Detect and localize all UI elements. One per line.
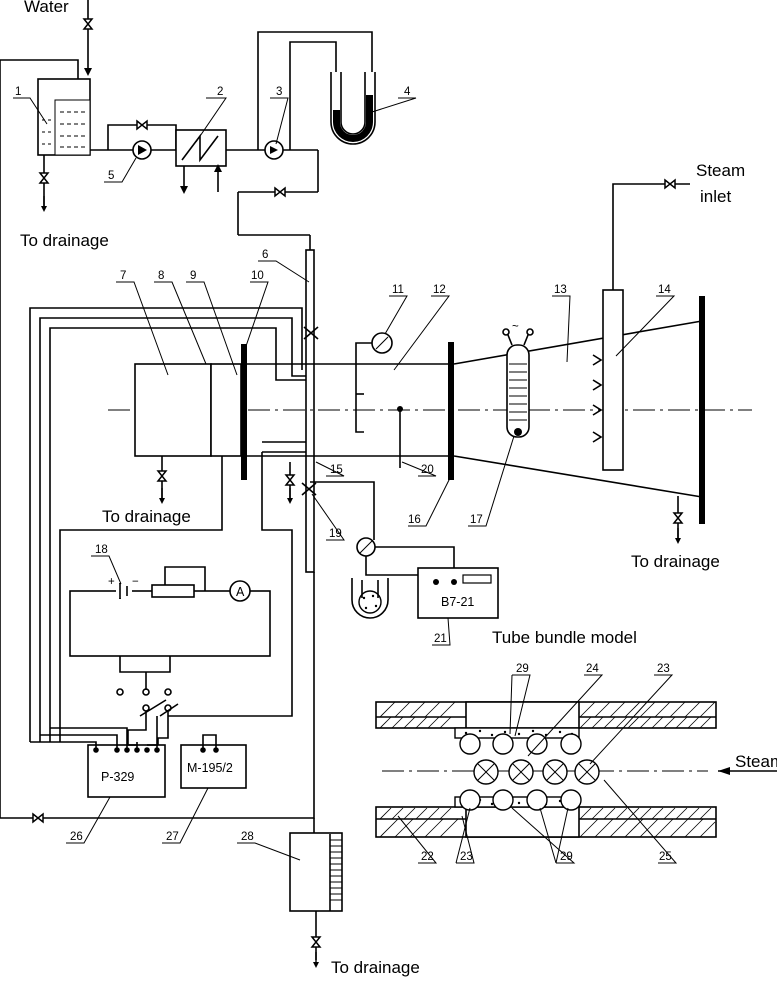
callout-26: 26 [70,831,83,843]
callout-8: 8 [158,270,164,282]
m-195-galvanometer [180,744,247,789]
polarity-plus: + [108,576,115,588]
m-195-label: M-195/2 [187,761,233,775]
condensate-tank: To drainage [289,818,420,977]
steam-inlet-label-1: Steam [696,161,745,180]
test-section: To drainage ~ Steam inlet [102,161,752,571]
callout-14: 14 [658,284,671,296]
rheostat-icon [151,584,195,598]
ammeter-label: A [236,585,245,599]
callout-25: 25 [659,851,672,863]
callout-11: 11 [392,284,404,296]
water-tank: To drainage [20,78,109,250]
callout-29-bottom: 29 [560,851,573,863]
callout-21: 21 [434,633,447,645]
water-line [90,31,373,250]
b7-21-label: B7-21 [441,595,474,609]
water-inlet: Water [24,0,93,76]
callout-9: 9 [190,270,196,282]
instruments: B7-21 [351,537,499,619]
polarity-minus: − [132,576,139,588]
steam-flow-label: Steam [735,752,777,771]
callout-23-bottom: 23 [460,851,473,863]
ammeter-icon [229,580,251,602]
steam-inlet-label-2: inlet [700,187,731,206]
electric-circuit: + − A [69,566,271,745]
callout-numbers: 1 2 3 4 5 6 7 8 9 10 11 12 13 14 15 16 1… [15,86,672,863]
callout-2: 2 [217,86,223,98]
to-drainage-label-1: To drainage [20,231,109,250]
callout-17: 17 [470,514,483,526]
callout-13: 13 [554,284,567,296]
callout-7: 7 [120,270,126,282]
ac-symbol: ~ [512,321,519,333]
wall-hatching [379,701,716,838]
b7-21-voltmeter [417,567,499,619]
callout-16: 16 [408,514,421,526]
callout-10: 10 [251,270,264,282]
callout-12: 12 [433,284,446,296]
tube-bundle-label: Tube bundle model [492,628,637,647]
water-label: Water [24,0,69,16]
callout-4: 4 [404,86,411,98]
callout-20: 20 [421,464,434,476]
recorders: P-329 M-195/2 [30,716,247,798]
callout-15: 15 [330,464,343,476]
to-drainage-label-2: To drainage [102,507,191,526]
p-329-label: P-329 [101,770,134,784]
to-drainage-label-4: To drainage [331,958,420,977]
callout-19: 19 [329,528,342,540]
callout-28: 28 [241,831,254,843]
callout-leaders [13,97,678,864]
callout-3: 3 [276,86,282,98]
tube-bundle-model: Tube bundle model [375,628,777,838]
p-329-recorder [87,744,166,798]
callout-29-top: 29 [516,663,529,675]
vertical-pipe [301,249,319,573]
callout-22: 22 [421,851,434,863]
callout-6: 6 [262,249,268,261]
water-valve-icon [83,18,93,30]
callout-18: 18 [95,544,108,556]
callout-5: 5 [108,170,114,182]
to-drainage-label-3: To drainage [631,552,720,571]
callout-24: 24 [586,663,599,675]
u-manometer [330,72,376,145]
callout-23-top: 23 [657,663,670,675]
wiring [0,59,375,823]
callout-1: 1 [15,86,21,98]
callout-27: 27 [166,831,179,843]
